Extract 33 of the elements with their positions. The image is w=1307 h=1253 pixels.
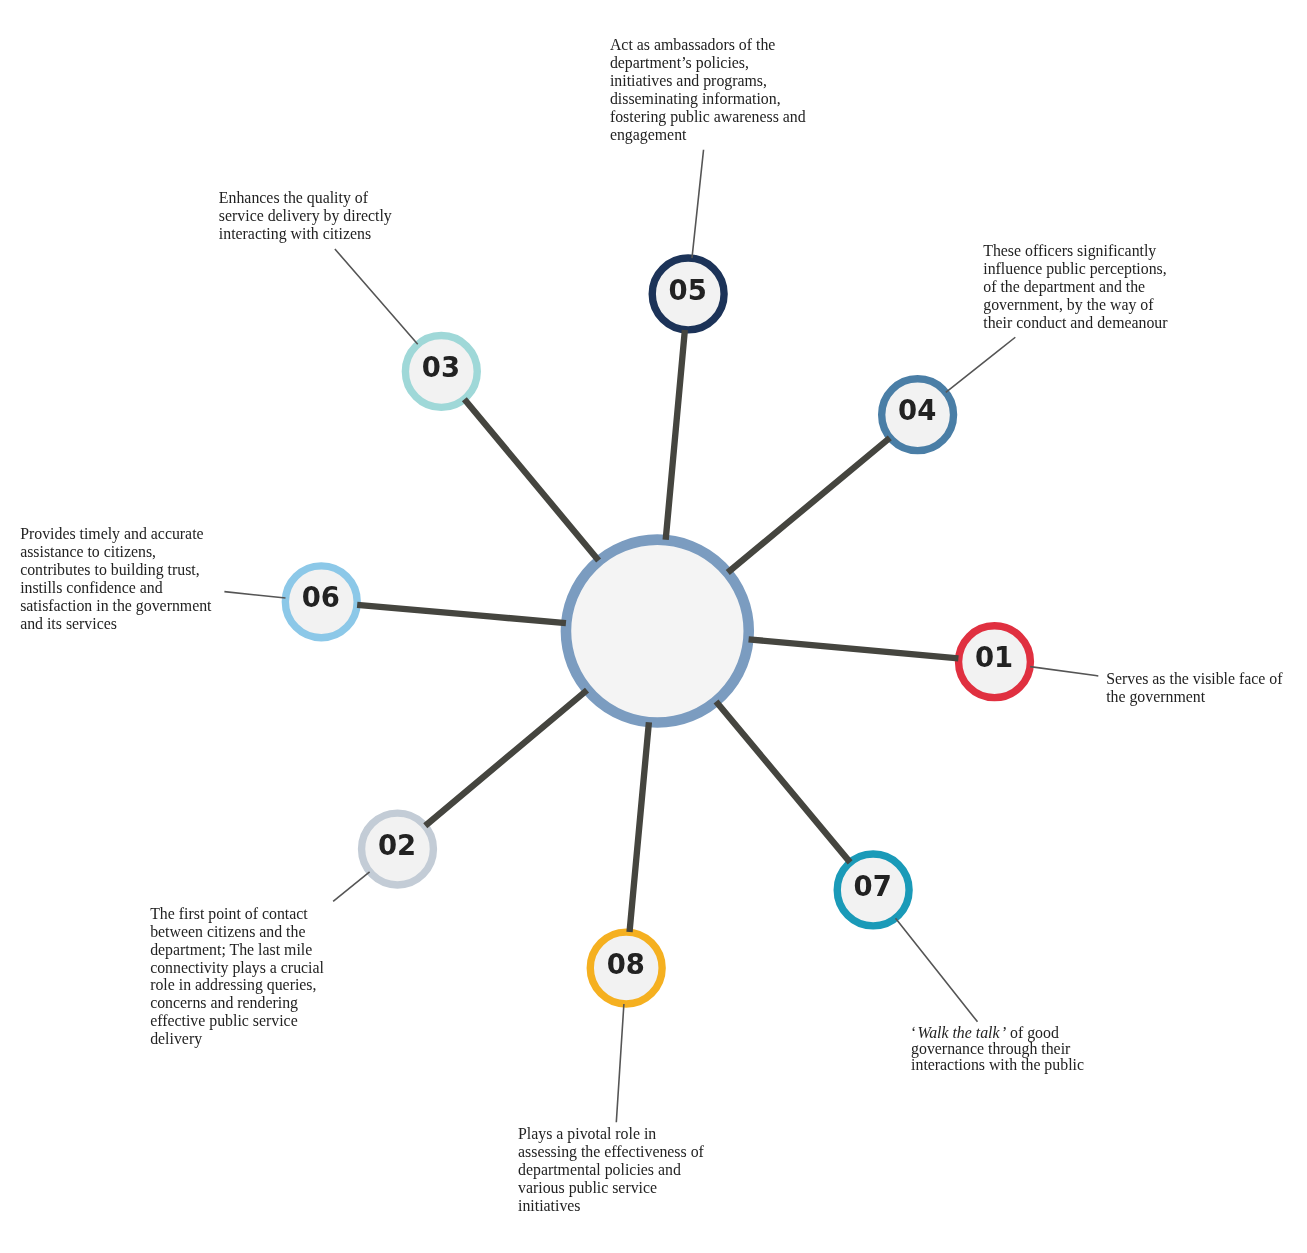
connector xyxy=(945,335,1017,393)
node-text: Plays a pivotal role in assessing the effectiveness of departmental policies and various public service initiatives xyxy=(518,1124,704,1214)
connector xyxy=(748,635,959,662)
node-text: ‘Walk the talk’ of good governance through their interactions with the public xyxy=(911,1023,1084,1073)
node-text: Provides timely and accurate assistance to citizens, contributes to building trust, instills confidence and satisfaction in the government and its services xyxy=(20,524,212,632)
node-text: These officers significantly influence public perceptions, of the department and the government, by the way of their conduct and demeanour xyxy=(983,241,1168,331)
connector xyxy=(691,148,705,259)
node-circle xyxy=(560,533,755,728)
connector xyxy=(725,434,892,575)
connector xyxy=(626,721,653,932)
connector xyxy=(332,870,371,902)
connector xyxy=(615,1002,625,1123)
node-text: Enhances the quality of service delivery by directly interacting with citizens xyxy=(218,188,392,242)
connector xyxy=(423,687,590,828)
connector xyxy=(662,329,689,540)
node-text: The first point of contact between citizens and the department; The last mile connectivity plays a crucial role in addressing queries, concerns and rendering effective public service delivery xyxy=(150,904,324,1047)
node-circle: 05 xyxy=(648,253,728,334)
node-circle: 06 xyxy=(281,561,361,641)
connector xyxy=(1029,665,1100,677)
node-circle: 07 xyxy=(833,849,913,930)
node-text: Act as ambassadors of the department’s policies, initiatives and programs, disseminating information, fostering public awareness and engagement xyxy=(609,35,806,143)
node-circle: 08 xyxy=(586,927,666,1008)
node-circle: 01 xyxy=(954,621,1035,701)
connector xyxy=(713,698,853,864)
node-circle: 04 xyxy=(877,374,958,454)
node-circle: 03 xyxy=(401,331,481,411)
connector xyxy=(356,601,567,626)
connector xyxy=(461,396,602,562)
node-text: Serves as the visible face of the government xyxy=(1106,669,1283,705)
node-circle: 02 xyxy=(357,808,438,889)
connector xyxy=(894,916,979,1023)
connector xyxy=(223,590,287,599)
connector xyxy=(334,247,419,345)
